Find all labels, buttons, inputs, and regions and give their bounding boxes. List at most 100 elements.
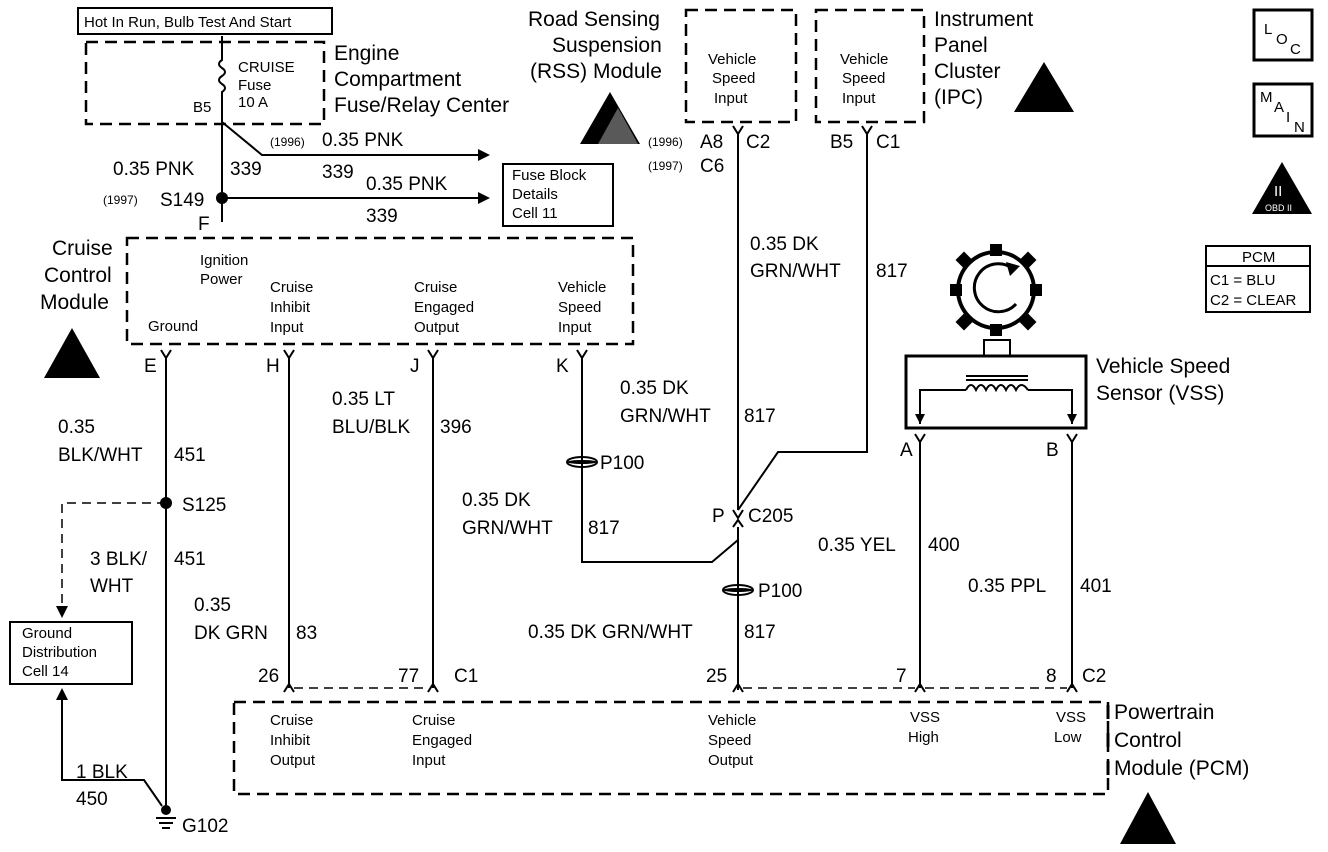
- wire-label: (1996): [270, 135, 305, 149]
- wire-label: 0.35 PNK: [113, 159, 195, 180]
- loc-letter: C: [1290, 41, 1301, 58]
- pcm-pin-label: Output: [708, 752, 754, 769]
- ground-dist-label: Cell 14: [22, 663, 69, 680]
- wire-label: BLU/BLK: [332, 417, 410, 438]
- ipc-box-label: Vehicle: [840, 51, 888, 68]
- pcm-label: Module (PCM): [1114, 757, 1249, 780]
- wire-label: 0.35 PNK: [322, 130, 404, 151]
- header-box: [77, 7, 333, 35]
- esd-icon: [1120, 792, 1176, 844]
- wire-label: 451: [174, 445, 206, 466]
- svg-text:OBD II: OBD II: [1265, 203, 1292, 213]
- vss-gear-icon: [950, 244, 1042, 357]
- splice-s149: [216, 192, 228, 204]
- splice-label: S149: [160, 190, 204, 211]
- fuse-block-label: Details: [512, 186, 558, 203]
- pcm-pin-label: VSS: [910, 709, 940, 726]
- wire-label: WHT: [90, 576, 134, 597]
- wire-label: GRN/WHT: [750, 261, 841, 282]
- pcm-pin-label: Cruise: [270, 712, 313, 729]
- pcm-table-title: PCM: [1242, 249, 1275, 266]
- pin-label: F: [198, 214, 210, 235]
- coil-icon: [965, 375, 1029, 393]
- pin-label: C1: [454, 666, 478, 687]
- ground-distribution-box[interactable]: [9, 621, 133, 685]
- main-letter: I: [1286, 109, 1290, 126]
- pin-label: A: [900, 440, 913, 461]
- pin-label: E: [144, 356, 157, 377]
- wire-label: (1997): [103, 193, 138, 207]
- ipc-label: Instrument: [934, 8, 1033, 31]
- wire-label: GRN/WHT: [462, 518, 553, 539]
- ccm-pin-label: Power: [200, 271, 243, 288]
- pcm-pin-label: Speed: [708, 732, 751, 749]
- pin-label: H: [266, 356, 280, 377]
- p100-shield: [722, 584, 754, 596]
- main-letter: A: [1274, 99, 1284, 116]
- pcm-pin-label: Inhibit: [270, 732, 311, 749]
- ccm-pin-label: Cruise: [414, 279, 457, 296]
- ipc-box-label: Input: [842, 90, 876, 107]
- ccm-pin-label: Output: [414, 319, 460, 336]
- rss-label: (RSS) Module: [530, 60, 662, 83]
- ccm-label: Cruise: [52, 237, 113, 260]
- pin-label: B5: [830, 132, 853, 153]
- ccm-pin-label: Vehicle: [558, 279, 606, 296]
- wire-label: 0.35 DK: [462, 490, 531, 511]
- wire-label: 0.35 DK GRN/WHT: [528, 622, 693, 643]
- fuse-block-details-box[interactable]: [502, 163, 614, 227]
- obd-ii-icon[interactable]: II OBD II: [1252, 162, 1312, 214]
- wire-label: 450: [76, 789, 108, 810]
- wire-label: 817: [876, 261, 908, 282]
- wire-label: 0.35 DK: [750, 234, 819, 255]
- pin-label: K: [556, 356, 569, 377]
- loc-symbol[interactable]: [1252, 8, 1314, 62]
- rss-box-label: Input: [714, 90, 748, 107]
- pin-label: C1: [876, 132, 900, 153]
- wire-label: DK GRN: [194, 623, 268, 644]
- wire-label: 0.35 PPL: [968, 576, 1046, 597]
- wire-label: 83: [296, 623, 317, 644]
- ccm-pin-label: Engaged: [414, 299, 474, 316]
- wire-label: 396: [440, 417, 472, 438]
- pin-label: (1996): [648, 135, 683, 149]
- ground-dist-label: Distribution: [22, 644, 97, 661]
- esd-icon: [44, 328, 100, 378]
- pcm-pin-label: Low: [1054, 729, 1082, 746]
- main-letter: N: [1294, 119, 1305, 136]
- esd-icon: [1014, 62, 1074, 112]
- rss-box-label: Vehicle: [708, 51, 756, 68]
- ccm-pin-label: Ground: [148, 318, 198, 335]
- wire-label: 400: [928, 535, 960, 556]
- loc-letter: L: [1264, 21, 1272, 38]
- ipc-box: [814, 8, 926, 124]
- main-symbol[interactable]: [1252, 82, 1314, 138]
- wire-label: 0.35 DK: [620, 378, 689, 399]
- ccm-pin-label: Inhibit: [270, 299, 311, 316]
- ipc-label: Panel: [934, 34, 988, 57]
- ccm-pin-label: Ignition: [200, 252, 248, 269]
- svg-text:II: II: [1274, 183, 1282, 200]
- pcm-pin-label: VSS: [1056, 709, 1086, 726]
- fuse-label: Fuse: [238, 77, 271, 94]
- ground-icon: [156, 805, 176, 829]
- ipc-label: (IPC): [934, 86, 983, 109]
- pin-label: A8: [700, 132, 723, 153]
- fuse-block-label: Fuse Block: [512, 167, 587, 184]
- ccm-pin-label: Cruise: [270, 279, 313, 296]
- wire-817-ipc: [737, 134, 868, 511]
- pin-label: 25: [706, 666, 727, 687]
- pin-label: (1997): [648, 159, 683, 173]
- pin-label: 8: [1046, 666, 1057, 687]
- pcm-pin-label: Vehicle: [708, 712, 756, 729]
- wire-label: 0.35 YEL: [818, 535, 896, 556]
- p100-shield: [566, 456, 598, 468]
- pcm-label: Control: [1114, 729, 1182, 752]
- connector-label: C205: [748, 506, 793, 527]
- pin-label: 7: [896, 666, 907, 687]
- esd-icon: [580, 92, 640, 144]
- pcm-pin-label: Cruise: [412, 712, 455, 729]
- wire-label: 339: [366, 206, 398, 227]
- pin-label: C6: [700, 156, 724, 177]
